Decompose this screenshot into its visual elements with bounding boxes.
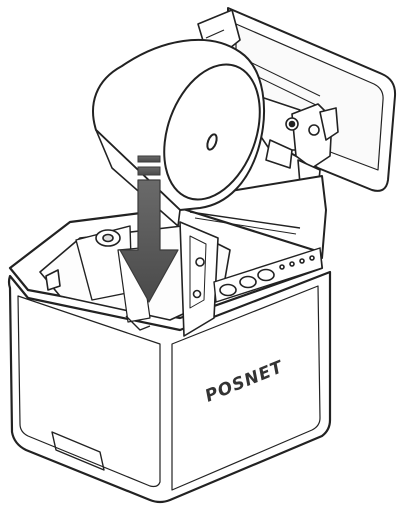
lid-hinge-mechanism <box>254 95 339 191</box>
down-arrow-icon <box>119 155 179 303</box>
control-panel <box>213 247 323 303</box>
